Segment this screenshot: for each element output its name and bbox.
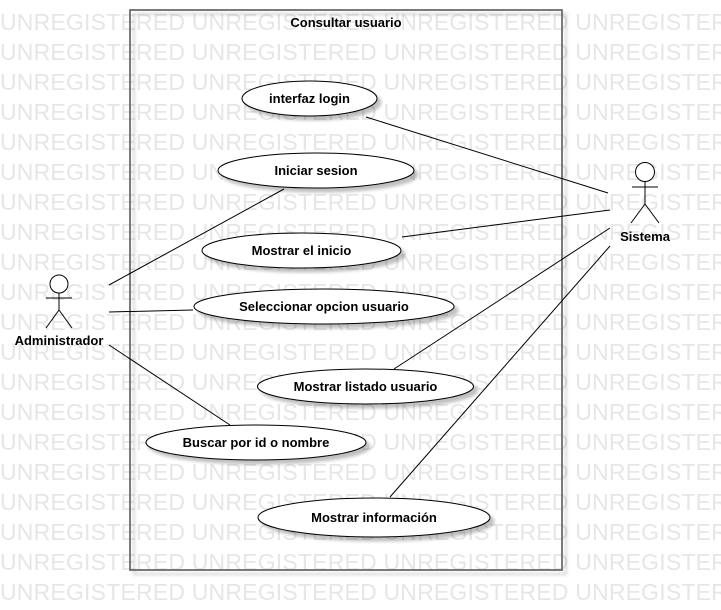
use-case-iniciar-sesion[interactable]: Iniciar sesion <box>217 152 415 189</box>
use-case-buscar[interactable]: Buscar por id o nombre <box>145 424 367 461</box>
stick-figure-icon <box>630 162 660 224</box>
actor-sistema[interactable]: Sistema <box>620 162 671 245</box>
system-boundary[interactable] <box>129 9 563 571</box>
use-case-mostrar-listado[interactable]: Mostrar listado usuario <box>257 368 474 405</box>
use-case-mostrar-inicio[interactable]: Mostrar el inicio <box>201 232 402 269</box>
actor-label: Administrador <box>15 333 104 348</box>
use-case-label: Mostrar el inicio <box>252 243 352 258</box>
stick-figure-icon <box>45 274 73 329</box>
use-case-label: Mostrar listado usuario <box>294 379 438 394</box>
association-line[interactable] <box>401 209 611 238</box>
association-line[interactable] <box>108 344 231 426</box>
use-case-label: Buscar por id o nombre <box>183 435 330 450</box>
association-line[interactable] <box>389 245 611 498</box>
use-case-label: interfaz login <box>269 91 350 106</box>
association-line[interactable] <box>365 116 609 194</box>
system-title: Consultar usuario <box>290 15 401 30</box>
actor-label: Sistema <box>620 229 671 244</box>
association-line[interactable] <box>108 309 194 313</box>
actor-administrador[interactable]: Administrador <box>15 274 104 348</box>
use-case-interfaz-login[interactable]: interfaz login <box>241 80 378 117</box>
use-case-label: Seleccionar opcion usuario <box>239 299 409 314</box>
use-case-seleccionar-opcion[interactable]: Seleccionar opcion usuario <box>193 288 455 325</box>
association-line[interactable] <box>393 227 611 370</box>
use-case-mostrar-informacion[interactable]: Mostrar información <box>257 497 491 538</box>
use-case-label: Mostrar información <box>311 510 437 525</box>
use-case-label: Iniciar sesion <box>274 163 357 178</box>
association-line[interactable] <box>108 188 285 286</box>
